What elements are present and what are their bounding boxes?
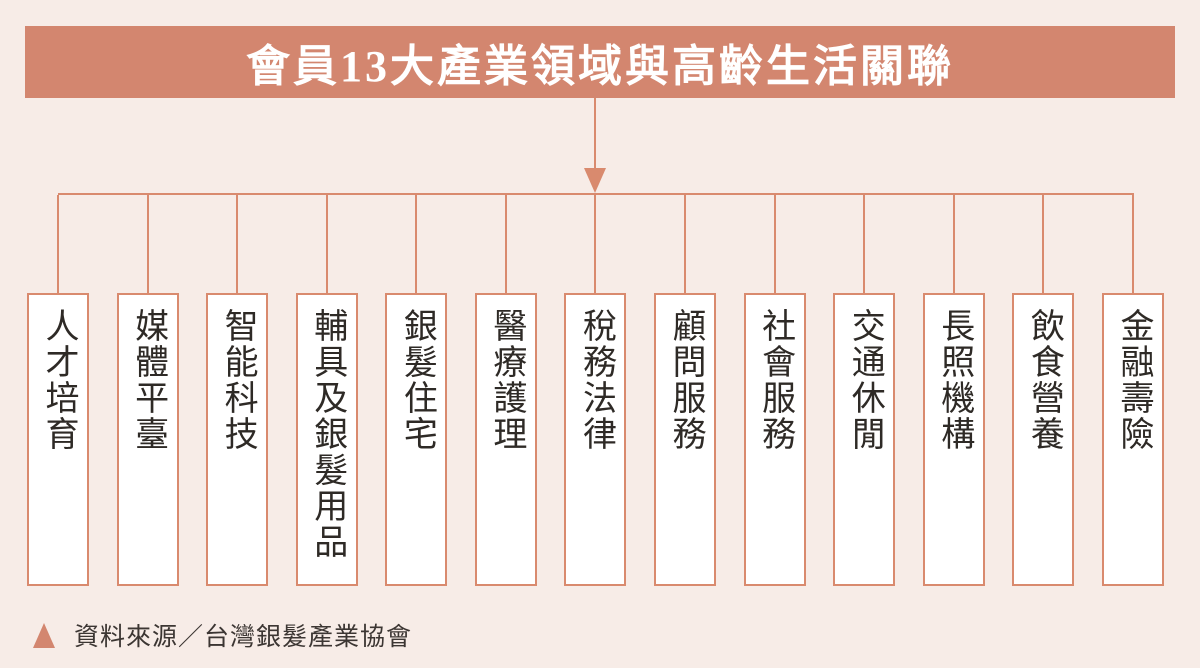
sector-box: 長照機構 (922, 293, 985, 586)
sector-label: 媒體平臺 (129, 308, 167, 452)
sector-label: 飲食營養 (1025, 308, 1063, 452)
sector-box: 社會服務 (743, 293, 806, 586)
source-text: 資料來源／台灣銀髮產業協會 (74, 624, 413, 651)
sector-box: 人才培育 (27, 293, 89, 586)
connector-drop (236, 195, 239, 293)
sector-column-assistive-devices: 輔具及銀髮用品 (295, 195, 358, 586)
sector-label: 稅務法律 (577, 308, 615, 452)
connector-rail (58, 193, 1134, 195)
sector-label: 顧問服務 (667, 308, 705, 452)
arrow-down-icon (584, 168, 606, 193)
sector-column-talent: 人才培育 (27, 195, 89, 586)
connector-drop (773, 195, 776, 293)
connector-drop (1131, 195, 1134, 293)
connector-drop (1042, 195, 1045, 293)
sector-box: 交通休閒 (833, 293, 896, 586)
sector-column-consulting: 顧問服務 (654, 195, 717, 586)
sector-box: 醫療護理 (474, 293, 537, 586)
connector-drop (504, 195, 507, 293)
sector-box: 媒體平臺 (116, 293, 179, 586)
source-triangle-icon (33, 622, 55, 648)
sector-column-medical-care: 醫療護理 (474, 195, 537, 586)
connector-drop (57, 195, 59, 293)
connector-drop (146, 195, 149, 293)
connector-drop (325, 195, 328, 293)
sector-label: 社會服務 (756, 308, 794, 452)
sector-box: 金融壽險 (1101, 293, 1164, 586)
sector-label: 醫療護理 (487, 308, 525, 452)
sector-box: 輔具及銀髮用品 (295, 293, 358, 586)
sector-column-transport-leisure: 交通休閒 (833, 195, 896, 586)
connector-drop (594, 195, 597, 293)
header-banner: 會員13大產業領域與高齡生活關聯 (25, 26, 1175, 98)
connector-drop (415, 195, 418, 293)
sector-box: 稅務法律 (564, 293, 627, 586)
sector-columns: 人才培育 媒體平臺 智能科技 輔具及銀髮用品 銀髮住宅 (27, 195, 1164, 586)
sector-label: 智能科技 (219, 308, 257, 452)
sector-label: 銀髮住宅 (398, 308, 436, 452)
page-title: 會員13大產業領域與高齡生活關聯 (246, 42, 954, 91)
connector-drop (863, 195, 866, 293)
sector-column-diet-nutrition: 飲食營養 (1012, 195, 1075, 586)
sector-box: 飲食營養 (1012, 293, 1075, 586)
connector-drop (952, 195, 955, 293)
sector-column-longterm-care: 長照機構 (922, 195, 985, 586)
sector-label: 金融壽險 (1114, 308, 1152, 452)
sector-label: 交通休閒 (846, 308, 884, 452)
connector-stem (594, 98, 596, 170)
sector-column-smart-tech: 智能科技 (206, 195, 269, 586)
sector-label: 人才培育 (40, 308, 77, 452)
sector-box: 顧問服務 (654, 293, 717, 586)
sector-box: 銀髮住宅 (385, 293, 448, 586)
sector-column-media: 媒體平臺 (116, 195, 179, 586)
sector-column-tax-law: 稅務法律 (564, 195, 627, 586)
sector-box: 智能科技 (206, 293, 269, 586)
sector-label: 輔具及銀髮用品 (308, 308, 346, 560)
source-note: 資料來源／台灣銀髮產業協會 (33, 620, 413, 651)
sector-column-finance-insurance: 金融壽險 (1101, 195, 1164, 586)
sector-column-social-services: 社會服務 (743, 195, 806, 586)
sector-label: 長照機構 (935, 308, 973, 452)
sector-column-senior-housing: 銀髮住宅 (385, 195, 448, 586)
connector-drop (684, 195, 687, 293)
